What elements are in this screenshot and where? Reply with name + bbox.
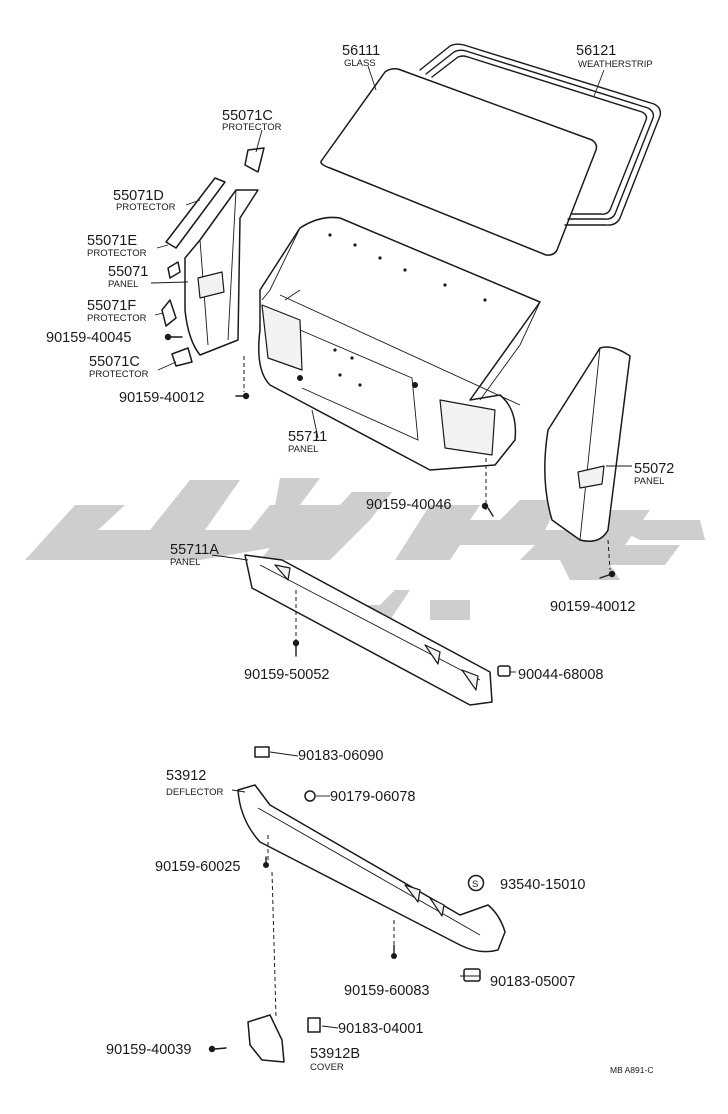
label-55071f-number: 55071F — [87, 298, 136, 314]
label-55071c-top-number: 55071C — [222, 108, 273, 124]
clip-icon-04001 — [307, 1017, 321, 1033]
label-53912b-desc: COVER — [310, 1062, 344, 1073]
label-f-40046: 90159-40046 — [366, 497, 451, 513]
screw-icon-60025 — [263, 856, 269, 868]
label-55711-desc: PANEL — [288, 444, 318, 455]
label-55071c-top-desc: PROTECTOR — [222, 122, 282, 133]
label-55071d-desc: PROTECTOR — [116, 202, 176, 213]
label-f-60025: 90159-60025 — [155, 859, 240, 875]
label-56121-number: 56121 — [576, 43, 616, 59]
label-55071e-number: 55071E — [87, 233, 137, 249]
label-f-68008: 90044-68008 — [518, 667, 603, 683]
label-f-05007: 90183-05007 — [490, 974, 575, 990]
label-f-50052: 90159-50052 — [244, 667, 329, 683]
screw-icon-40012-left — [235, 392, 250, 400]
label-55072-number: 55072 — [634, 461, 674, 477]
label-55071-desc: PANEL — [108, 279, 138, 290]
label-f-04001: 90183-04001 — [338, 1021, 423, 1037]
label-f-60083: 90159-60083 — [344, 983, 429, 999]
label-f-40045: 90159-40045 — [46, 330, 131, 346]
screw-icon-50052 — [292, 639, 300, 657]
glass-part — [320, 68, 598, 256]
screw-icon-40039 — [208, 1045, 227, 1053]
footer-code: MB A891-C — [610, 1065, 653, 1075]
label-56111-desc: GLASS — [344, 58, 376, 69]
screw-icon-40046 — [481, 502, 494, 517]
back-panel-55711 — [258, 216, 541, 471]
label-f-06090: 90183-06090 — [298, 748, 383, 764]
label-56111-number: 56111 — [342, 43, 380, 59]
label-f-40012-left: 90159-40012 — [119, 390, 204, 406]
label-55071c-bottom-desc: PROTECTOR — [89, 369, 149, 380]
label-f-15010: 93540-15010 — [500, 877, 585, 893]
clip-icon-05007 — [463, 968, 481, 982]
seal-icon-15010 — [467, 874, 485, 892]
label-53912-number: 53912 — [166, 768, 206, 784]
side-panel-55072 — [544, 346, 631, 542]
cover-part — [247, 1014, 285, 1063]
label-55071-number: 55071 — [108, 264, 148, 280]
label-53912b-number: 53912B — [310, 1046, 360, 1062]
label-55711a-number: 55711A — [170, 542, 219, 558]
label-f-40012-right: 90159-40012 — [550, 599, 635, 615]
panel-55711a-part — [244, 554, 493, 706]
label-55711a-desc: PANEL — [170, 557, 200, 568]
label-55071d-number: 55071D — [113, 188, 164, 204]
label-55071f-desc: PROTECTOR — [87, 313, 147, 324]
label-55711-number: 55711 — [288, 429, 327, 445]
screw-icon-60083 — [391, 944, 397, 959]
label-56121-desc: WEATHERSTRIP — [578, 59, 653, 70]
label-55072-desc: PANEL — [634, 476, 664, 487]
screw-icon-40012-right — [599, 570, 616, 579]
watermark-logo — [25, 478, 705, 620]
label-53912-desc: DEFLECTOR — [166, 787, 224, 798]
leader-lines — [150, 65, 632, 1029]
label-55071e-desc: PROTECTOR — [87, 248, 147, 259]
fastener-icons — [164, 333, 616, 1053]
nut-icon-06078 — [304, 790, 316, 802]
label-55071c-bottom-number: 55071C — [89, 354, 140, 370]
screw-icon-40045 — [164, 333, 183, 341]
part-labels: 56111 GLASS 56121 WEATHERSTRIP 55071C PR… — [46, 43, 674, 1075]
clip-icon-06090 — [254, 746, 270, 758]
side-panel-55071 — [161, 147, 265, 367]
seal-symbol: S — [472, 879, 478, 890]
label-f-40039: 90159-40039 — [106, 1042, 191, 1058]
nut-icon-68008 — [497, 665, 511, 677]
weatherstrip-part — [419, 43, 662, 226]
label-f-06078: 90179-06078 — [330, 789, 415, 805]
deflector-part — [237, 784, 506, 953]
